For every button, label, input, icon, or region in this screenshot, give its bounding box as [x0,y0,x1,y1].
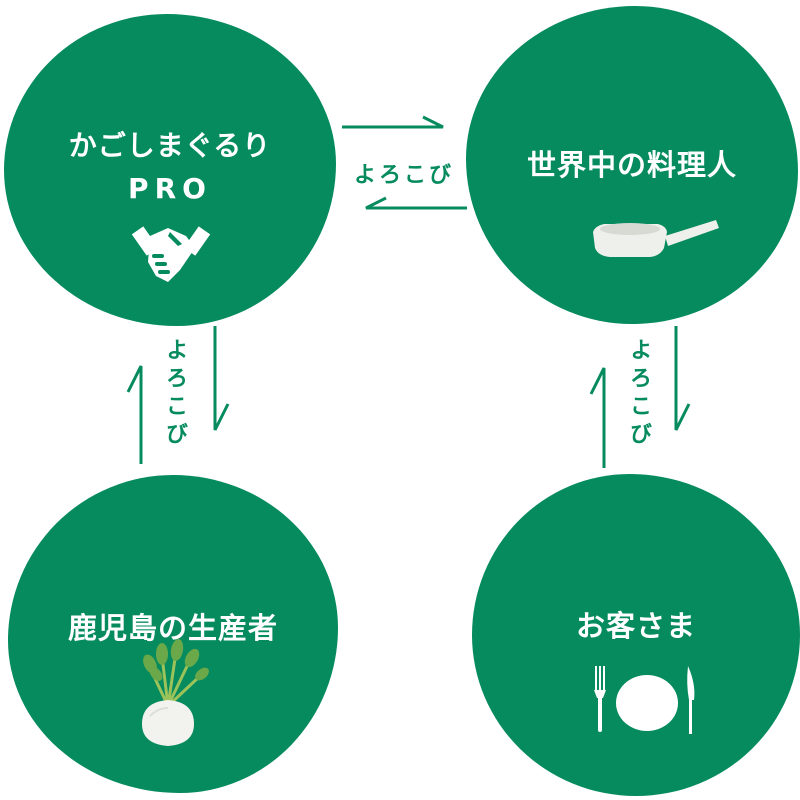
frying-pan-icon [593,220,719,257]
node-guest-title: お客さま [575,609,696,643]
node-pro-subtitle: PRO [128,172,212,205]
connector-top-label: よろこび [353,163,454,188]
arrow-left-up [126,365,143,464]
arrow-top-right [342,115,444,129]
node-chef-title: 世界中の料理人 [526,148,737,182]
arrow-right-up [589,367,606,468]
arrow-left-down [213,326,230,431]
node-pro-title: かごしまぐるり [68,129,272,162]
connector-right-label: よろこび [626,338,651,450]
plate-cutlery-icon [594,666,695,734]
node-guest-circle [472,474,800,796]
arrow-right-down [674,326,691,431]
node-chef-circle [466,6,798,324]
node-producer-title: 鹿児島の生産者 [67,611,278,645]
turnip-icon [142,639,209,746]
handshake-icon [131,226,211,282]
arrow-top-left [365,196,467,210]
connector-left-label: よろこび [162,338,187,450]
